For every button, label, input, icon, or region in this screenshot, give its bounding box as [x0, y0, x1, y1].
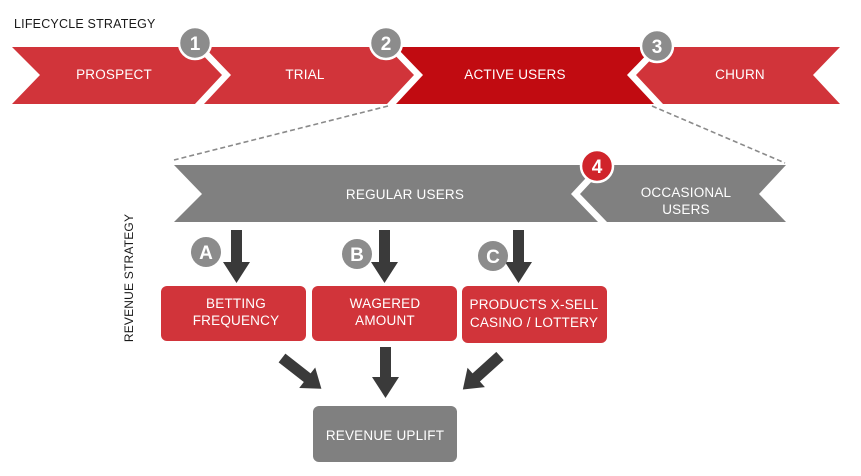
- badge-4: 4: [579, 148, 615, 184]
- regular-users-label: REGULAR USERS: [346, 187, 464, 202]
- churn-chevron: [636, 47, 840, 104]
- down-arrow-b: [371, 230, 398, 283]
- active-users-chevron: [396, 47, 654, 104]
- betting-frequency-line2: FREQUENCY: [193, 313, 280, 328]
- revenue-uplift-label: REVENUE UPLIFT: [326, 428, 444, 443]
- diagonal-arrow-right: [462, 351, 504, 390]
- revenue-uplift-box: [313, 406, 457, 462]
- products-xsell-box: [462, 286, 607, 343]
- revenue-strategy-label: REVENUE STRATEGY: [122, 214, 136, 342]
- down-arrow-c: [505, 230, 532, 283]
- svg-text:1: 1: [190, 34, 201, 55]
- lifecycle-strategy-title: LIFECYCLE STRATEGY: [14, 17, 156, 31]
- badge-c: C: [478, 241, 508, 271]
- down-arrow-center: [372, 347, 399, 398]
- badge-a: A: [191, 237, 221, 267]
- badge-1: 1: [177, 25, 213, 61]
- svg-text:B: B: [350, 245, 364, 266]
- svg-text:C: C: [486, 247, 500, 268]
- svg-text:A: A: [199, 243, 213, 264]
- prospect-label: PROSPECT: [76, 67, 152, 82]
- dashed-connector-left: [173, 105, 389, 161]
- regular-users-chevron: [174, 165, 598, 222]
- prospect-chevron: [12, 47, 222, 104]
- churn-label: CHURN: [715, 67, 765, 82]
- wagered-amount-line1: WAGERED: [350, 296, 421, 311]
- badge-3: 3: [639, 28, 675, 64]
- products-xsell-line1: PRODUCTS X-SELL: [469, 297, 598, 312]
- occasional-users-chevron: [580, 165, 786, 222]
- active-users-label: ACTIVE USERS: [464, 67, 565, 82]
- trial-chevron: [204, 47, 414, 104]
- wagered-amount-box: [312, 286, 457, 341]
- badge-b: B: [342, 239, 372, 269]
- occasional-users-label-line2: USERS: [662, 202, 710, 217]
- wagered-amount-line2: AMOUNT: [355, 313, 415, 328]
- occasional-users-label-line1: OCCASIONAL: [641, 185, 732, 200]
- down-arrow-a: [223, 230, 250, 283]
- betting-frequency-line1: BETTING: [206, 296, 266, 311]
- products-xsell-line2: CASINO / LOTTERY: [470, 315, 598, 330]
- svg-text:2: 2: [381, 34, 392, 55]
- dashed-connector-right: [651, 105, 786, 164]
- betting-frequency-box: [161, 286, 306, 341]
- badge-2: 2: [368, 25, 404, 61]
- diagonal-arrow-left: [278, 353, 322, 389]
- svg-text:3: 3: [652, 37, 663, 58]
- trial-label: TRIAL: [285, 67, 325, 82]
- svg-text:4: 4: [592, 157, 603, 178]
